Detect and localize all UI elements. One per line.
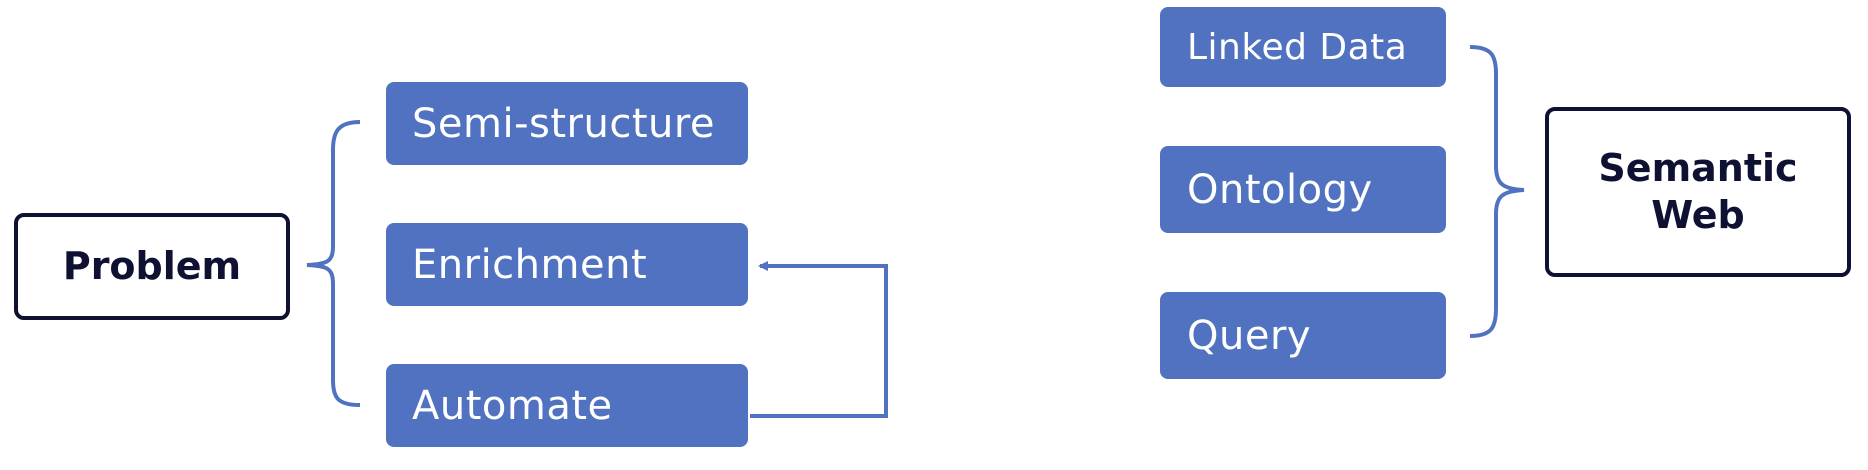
semi-structure-label: Semi-structure	[412, 100, 716, 147]
problem-label: Problem	[62, 243, 242, 288]
ontology-node: Ontology	[1160, 146, 1446, 233]
enrichment-node: Enrichment	[386, 223, 748, 306]
semi-structure-node: Semi-structure	[386, 82, 748, 165]
semantic-web-label: Semantic Web	[1598, 145, 1798, 238]
automate-node: Automate	[386, 364, 748, 447]
linked-data-node: Linked Data	[1160, 7, 1446, 87]
query-label: Query	[1187, 312, 1312, 359]
automate-label: Automate	[412, 382, 613, 429]
left-brace	[306, 120, 361, 407]
feedback-arrow	[750, 261, 888, 418]
problem-node: Problem	[14, 213, 290, 320]
semantic-web-node: Semantic Web	[1545, 107, 1851, 277]
linked-data-label: Linked Data	[1187, 26, 1408, 68]
right-brace	[1469, 45, 1525, 338]
query-node: Query	[1160, 292, 1446, 379]
ontology-label: Ontology	[1187, 166, 1373, 213]
enrichment-label: Enrichment	[412, 241, 648, 288]
